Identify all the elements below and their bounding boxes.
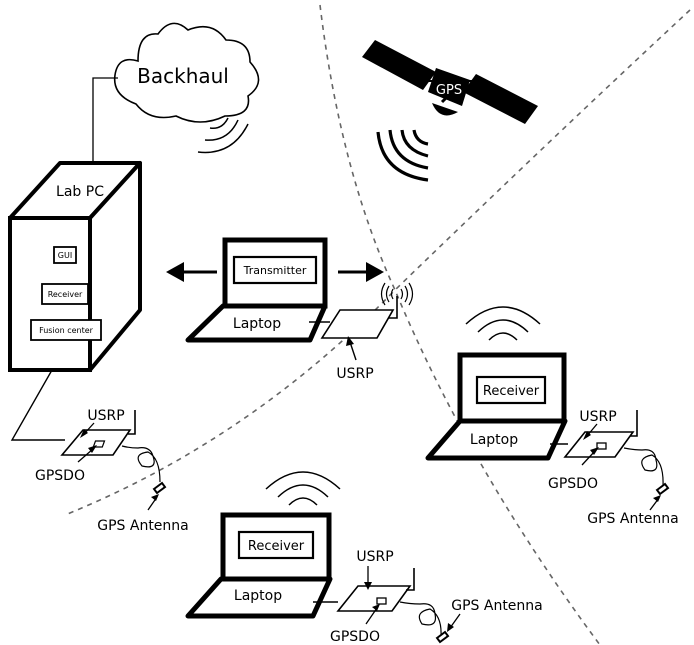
satellite-dish-stem xyxy=(440,96,448,104)
lab-pc-module-box-fusion xyxy=(30,319,102,341)
lab-pc-module-receiver: Receiver xyxy=(48,290,83,299)
right-receiver-screen-box xyxy=(475,375,547,405)
lab-gps-antenna-label: GPS Antenna xyxy=(97,518,189,534)
transmitter-laptop-base xyxy=(185,303,328,343)
right-receiver-laptop-base xyxy=(425,418,568,461)
lab-gps-antenna-icon xyxy=(152,481,167,495)
lab-pc-module-box-receiver xyxy=(41,283,89,305)
transmitter-laptop: Transmitter Laptop xyxy=(185,237,328,343)
cloud-shape xyxy=(113,22,260,123)
lab-pc-to-usrp-cable xyxy=(10,369,65,441)
cloud-label: Backhaul xyxy=(137,64,229,88)
bottom-receiver-gps-antenna-label: GPS Antenna xyxy=(451,598,543,614)
right-receiver-usrp-pointer-icon xyxy=(583,431,591,440)
lab-usrp-pointer-icon xyxy=(80,429,88,438)
bottom-receiver-usrp-pointer-icon xyxy=(364,582,372,590)
bottom-receiver-laptop: Receiver Laptop xyxy=(185,512,333,619)
lab-usrp-label: USRP xyxy=(87,408,124,424)
bottom-receiver-gpsdo-chip xyxy=(376,597,387,605)
bottom-receiver-usrp-board xyxy=(336,585,412,612)
satellite-left-panel xyxy=(362,40,436,90)
right-receiver-gpsdo-pointer-icon xyxy=(590,447,599,455)
lab-pc-module-gui: GUI xyxy=(58,251,72,260)
transmitter-laptop-label: Laptop xyxy=(233,316,281,332)
transmitter-usrp: USRP xyxy=(320,282,414,382)
region-boundaries xyxy=(64,4,691,645)
right-receiver-antenna-cable xyxy=(623,447,664,487)
lab-usrp-antenna xyxy=(128,410,136,435)
right-receiver-usrp: USRP GPSDO GPS Antenna xyxy=(548,409,679,527)
right-receiver-gpsdo-label: GPSDO xyxy=(548,476,598,492)
lab-gps-antenna-pointer-icon xyxy=(151,494,159,501)
transmitter-radiation-icon xyxy=(380,282,414,306)
right-receiver-laptop: Receiver Laptop xyxy=(425,352,568,461)
transmitter-screen-box xyxy=(232,255,318,285)
bottom-receiver-gps-antenna-pointer-icon xyxy=(447,623,454,632)
transmitter-usrp-board xyxy=(320,309,395,339)
lab-gpsdo-label: GPSDO xyxy=(35,468,85,484)
transmitter-usrp-label: USRP xyxy=(336,366,373,382)
satellite-dish xyxy=(432,103,458,116)
right-receiver-usrp-antenna xyxy=(630,410,638,437)
satellite-label: GPS xyxy=(436,83,462,98)
lab-pc: Lab PC GUI Receiver Fusion center xyxy=(8,161,142,372)
lab-pc-module-box-gui xyxy=(53,246,77,264)
right-receiver-wireless-icon xyxy=(465,306,541,341)
bottom-receiver-laptop-base xyxy=(185,576,333,619)
arrow-left-icon xyxy=(166,262,184,282)
backhaul-wireless-icon xyxy=(197,117,249,154)
transmitter-usrp-pointer-icon xyxy=(346,336,354,346)
lab-pc-module-fusion-center: Fusion center xyxy=(39,326,94,335)
bottom-receiver-screen-box xyxy=(237,530,315,560)
transmitter-screen-label: Transmitter xyxy=(243,264,307,277)
right-receiver-gps-antenna-pointer-icon xyxy=(653,495,661,502)
satellite-signal-icon xyxy=(376,129,429,182)
lab-antenna-cable xyxy=(121,445,161,483)
bottom-receiver-gpsdo-pointer-icon xyxy=(372,604,380,611)
boundary-curve-right xyxy=(64,9,691,516)
bottom-receiver-usrp-antenna xyxy=(406,568,415,591)
right-receiver-gps-antenna-label: GPS Antenna xyxy=(587,511,679,527)
satellite-right-panel xyxy=(463,74,538,124)
lab-gpsdo-pointer-icon xyxy=(88,445,97,453)
broadcast-arrows xyxy=(166,262,384,282)
arrow-right-icon xyxy=(366,262,384,282)
lab-usrp: USRP GPSDO GPS Antenna xyxy=(35,408,189,534)
right-receiver-gpsdo-chip xyxy=(596,442,607,450)
gps-satellite: GPS xyxy=(362,40,538,182)
bottom-receiver-usrp: USRP GPSDO GPS Antenna xyxy=(330,549,543,645)
satellite-body xyxy=(428,68,470,106)
right-receiver-laptop-label: Laptop xyxy=(470,432,518,448)
bottom-receiver-laptop-label: Laptop xyxy=(234,588,282,604)
right-receiver-screen-label: Receiver xyxy=(483,384,540,399)
bottom-receiver-screen-label: Receiver xyxy=(248,539,305,554)
bottom-receiver-usrp-label: USRP xyxy=(356,549,393,565)
transmitter-usrp-antenna xyxy=(388,296,398,319)
backhaul-cloud: Backhaul xyxy=(113,22,260,123)
bottom-receiver-antenna-cable xyxy=(399,601,442,637)
lab-pc-title: Lab PC xyxy=(56,184,104,200)
right-receiver-usrp-label: USRP xyxy=(579,409,616,425)
right-receiver-gps-antenna-icon xyxy=(655,482,670,496)
bottom-receiver-gpsdo-label: GPSDO xyxy=(330,629,380,645)
backhaul-link-line xyxy=(92,77,118,163)
bottom-receiver-gps-antenna-icon xyxy=(435,630,450,644)
bottom-receiver-wireless-icon xyxy=(265,471,341,506)
boundary-curve-left xyxy=(319,4,601,645)
